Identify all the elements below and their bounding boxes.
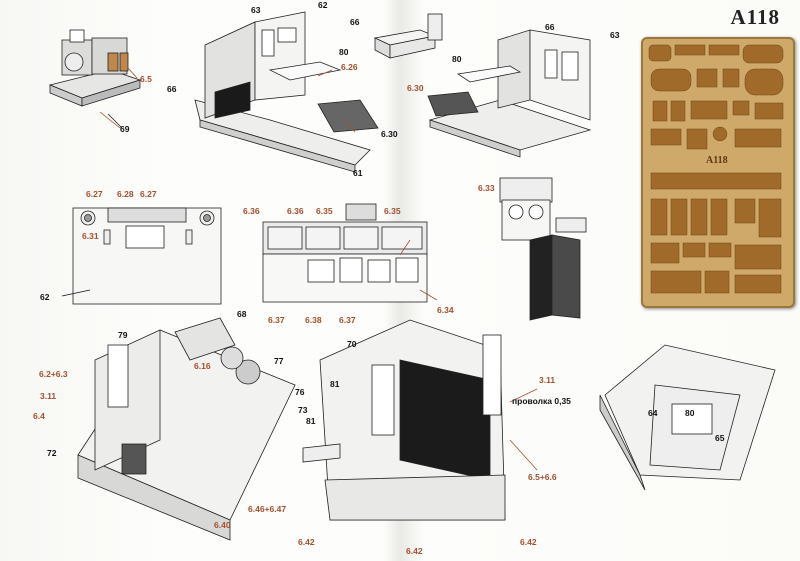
part-label: 6.26: [341, 62, 358, 72]
console-drawing: [499, 177, 587, 321]
part-label: 6.42: [406, 546, 423, 556]
part-label: 6.5: [140, 74, 152, 84]
part-label: 3.11: [40, 391, 57, 401]
sheet-code: A118: [730, 5, 780, 29]
fret-parts-pattern: [648, 44, 784, 294]
part-label: 6.27: [140, 189, 157, 199]
part-label: 70: [347, 339, 357, 349]
part-label: 6.4: [33, 411, 45, 421]
part-label: 6.46+6.47: [248, 504, 287, 514]
part-label: 63: [610, 30, 620, 40]
part-label: 64: [648, 408, 658, 418]
instrument-panel-drawing: [262, 203, 428, 303]
part-label: 80: [685, 408, 695, 418]
part-label: 6.27: [86, 189, 103, 199]
part-label: 80: [339, 47, 349, 57]
part-label: 79: [118, 330, 128, 340]
part-label: 62: [318, 0, 328, 10]
part-label: 6.2+6.3: [39, 369, 68, 379]
rear-body-drawing: [77, 317, 296, 541]
part-label: 3.11: [539, 375, 556, 385]
part-label: 6.33: [478, 183, 495, 193]
part-label: 69: [120, 124, 130, 134]
bench-parts-drawing: [373, 13, 443, 59]
cab-interior-drawing-1: [194, 11, 379, 173]
leader-lines: [99, 67, 538, 471]
part-label: 6.36: [243, 206, 260, 216]
part-label: 65: [715, 433, 725, 443]
rear-body-open-drawing: [302, 319, 506, 521]
part-label: 6.40: [214, 520, 231, 530]
part-label: 81: [330, 379, 340, 389]
part-label: проволка 0,35: [512, 396, 571, 406]
part-label: 63: [251, 5, 261, 15]
part-label: 81: [306, 416, 316, 426]
part-label: 6.16: [194, 361, 211, 371]
part-label: 6.28: [117, 189, 134, 199]
part-label: 6.42: [298, 537, 315, 547]
photo-etch-fret-image: A118: [641, 37, 795, 308]
fret-code: A118: [706, 155, 728, 166]
part-label: 72: [47, 448, 57, 458]
part-label: 68: [237, 309, 247, 319]
part-label: 66: [167, 84, 177, 94]
part-label: 6.37: [268, 315, 285, 325]
floor-plate-drawing: [72, 207, 222, 305]
part-label: 6.34: [437, 305, 454, 315]
part-label: 6.37: [339, 315, 356, 325]
part-label: 76: [295, 387, 305, 397]
part-label: 66: [350, 17, 360, 27]
part-label: 66: [545, 22, 555, 32]
part-label: 6.5+6.6: [528, 472, 557, 482]
part-label: 77: [274, 356, 284, 366]
part-label: 6.30: [407, 83, 424, 93]
finished-view-drawing: [599, 344, 776, 491]
part-label: 6.35: [384, 206, 401, 216]
part-label: 80: [452, 54, 462, 64]
part-label: 6.31: [82, 231, 99, 241]
cab-interior-drawing-2: [427, 29, 592, 158]
part-label: 73: [298, 405, 308, 415]
engine-unit-drawing: [48, 29, 142, 107]
part-label: 6.38: [305, 315, 322, 325]
part-label: 6.30: [381, 129, 398, 139]
part-label: 62: [40, 292, 50, 302]
part-label: 6.36: [287, 206, 304, 216]
part-label: 6.35: [316, 206, 333, 216]
part-label: 6.42: [520, 537, 537, 547]
part-label: 61: [353, 168, 363, 178]
